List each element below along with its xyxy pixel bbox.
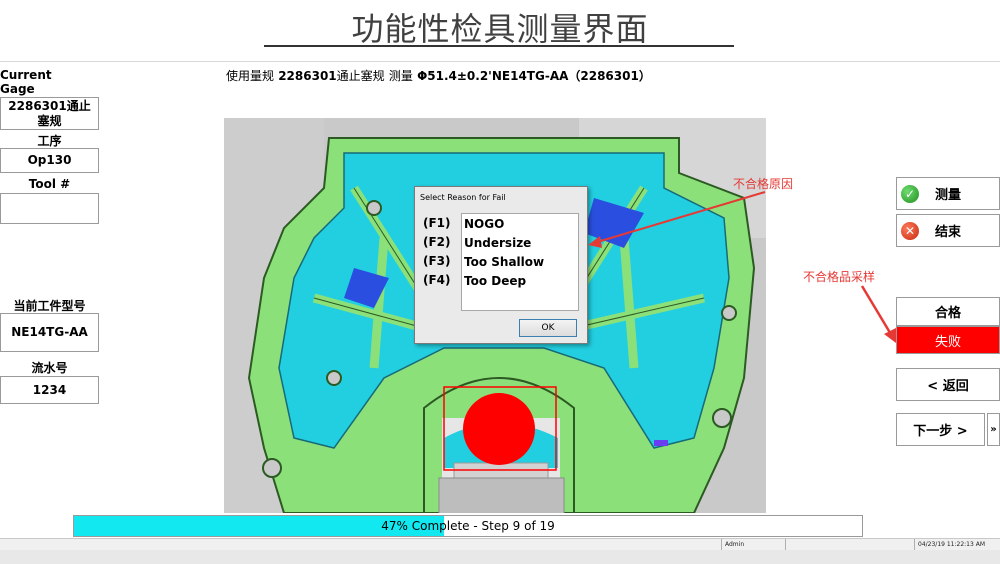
reason-key: (F1)	[423, 216, 451, 230]
slide-title: 功能性检具测量界面	[351, 10, 649, 48]
reason-key: (F3)	[423, 254, 451, 268]
reason-list-container: (F1) (F2) (F3) (F4) NOGO Undersize Too S…	[421, 213, 579, 311]
bottom-band	[0, 550, 1000, 564]
tool-label: Tool #	[28, 177, 71, 191]
part-type-label: 当前工件型号	[13, 299, 86, 313]
reason-list[interactable]: NOGO Undersize Too Shallow Too Deep	[461, 213, 579, 311]
header-divider	[0, 61, 1000, 62]
reason-item-nogo[interactable]: NOGO	[464, 217, 505, 231]
next-button[interactable]: 下一步 >	[896, 413, 985, 446]
progress-text: 47% Complete - Step 9 of 19	[381, 519, 555, 533]
status-user: Admin	[721, 539, 785, 551]
fail-reason-dialog: Select Reason for Fail (F1) (F2) (F3) (F…	[414, 186, 588, 344]
progress-fill	[74, 516, 445, 536]
gage-id: 2286301	[278, 69, 337, 83]
reason-item-too-shallow[interactable]: Too Shallow	[464, 255, 545, 269]
reason-key: (F2)	[423, 235, 451, 249]
process-label: 工序	[37, 134, 62, 148]
dialog-title: Select Reason for Fail	[420, 193, 506, 202]
close-icon: ✕	[901, 222, 919, 240]
status-datetime: 04/23/19 11:22:13 AM	[914, 539, 1000, 551]
arrow-fail-sampling	[860, 285, 894, 337]
back-button[interactable]: < 返回	[896, 368, 1000, 401]
reason-item-too-deep[interactable]: Too Deep	[464, 274, 527, 288]
reason-item-undersize[interactable]: Undersize	[464, 236, 532, 250]
check-icon: ✓	[901, 185, 919, 203]
reason-key: (F4)	[423, 273, 451, 287]
tool-field[interactable]	[0, 193, 99, 224]
status-bar: Admin 04/23/19 11:22:13 AM	[0, 538, 1000, 551]
pass-button[interactable]: 合格	[896, 297, 1000, 326]
status-spacer	[785, 539, 911, 551]
title-underline	[264, 45, 734, 47]
annotation-fail-sampling: 不合格品采样	[803, 270, 876, 284]
reason-keys: (F1) (F2) (F3) (F4)	[421, 213, 461, 311]
process-field: Op130	[0, 148, 99, 173]
gage-prefix: 使用量规	[226, 69, 275, 83]
current-gage-field: 2286301通止塞规	[0, 97, 99, 130]
annotation-fail-reason: 不合格原因	[733, 177, 794, 191]
measure-spec: Φ51.4±0.2'NE14TG-AA（2286301）	[417, 69, 651, 83]
measure-button-label: 测量	[934, 188, 961, 203]
measure-button[interactable]: ✓ 测量	[896, 177, 1000, 210]
end-button[interactable]: ✕ 结束	[896, 214, 1000, 247]
serial-field: 1234	[0, 376, 99, 404]
arrowhead-fail-sampling	[884, 328, 896, 343]
current-gage-label: Current Gage	[0, 68, 52, 96]
part-type-field: NE14TG-AA	[0, 313, 99, 352]
progress-bar: 47% Complete - Step 9 of 19	[73, 515, 863, 537]
serial-label: 流水号	[31, 361, 68, 375]
gage-info: 使用量规 2286301通止塞规 测量 Φ51.4±0.2'NE14TG-AA（…	[226, 67, 651, 84]
fail-button[interactable]: 失败	[896, 326, 1000, 354]
ok-button[interactable]: OK	[519, 319, 577, 337]
measure-label: 测量	[388, 69, 413, 83]
more-button[interactable]: »	[987, 413, 1000, 446]
end-button-label: 结束	[934, 225, 961, 240]
gage-name: 通止塞规	[336, 69, 385, 83]
